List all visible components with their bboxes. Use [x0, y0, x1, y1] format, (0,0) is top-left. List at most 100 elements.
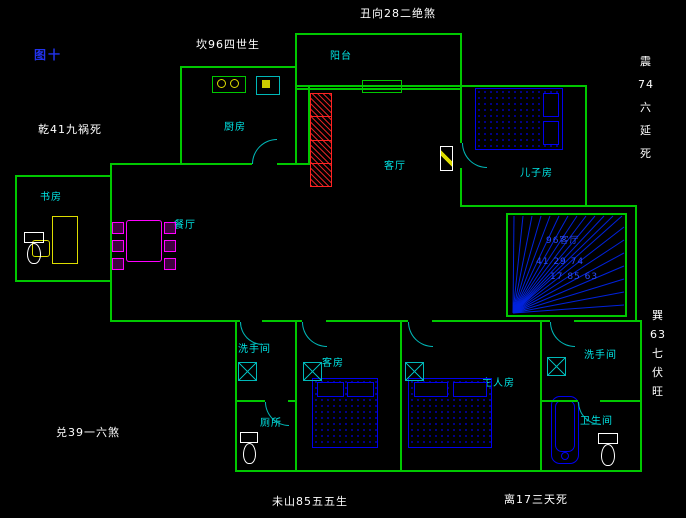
pillow: [317, 382, 344, 397]
washbasin: [303, 362, 322, 381]
wall-segment: [235, 470, 642, 472]
room-label-washroom-right: 洗手间: [584, 350, 617, 361]
sofa-cushion: [311, 94, 331, 118]
pillow: [543, 93, 559, 117]
wall-segment: [540, 400, 578, 402]
wall-segment: [295, 85, 462, 87]
bed-guest: [312, 378, 378, 448]
kitchen-sink-basin: [262, 80, 270, 88]
annotation-kan: 坎96四世生: [196, 38, 260, 51]
toilet-bowl: [243, 443, 256, 464]
annotation-li: 离17三天死: [504, 493, 568, 506]
wall-segment: [295, 320, 297, 470]
stove: [212, 76, 246, 93]
wall-segment: [635, 205, 637, 322]
dining-table: [126, 220, 162, 262]
pillow: [347, 382, 374, 397]
wall-segment: [110, 320, 240, 322]
wall-segment: [585, 85, 587, 207]
wall-segment: [15, 175, 112, 177]
dining-chair: [112, 222, 124, 234]
room-label-guest: 客房: [322, 358, 344, 369]
wall-segment: [277, 163, 310, 165]
door-arc-master: [408, 322, 433, 347]
pillow: [543, 121, 559, 145]
annotation-chou: 丑向28二绝煞: [360, 7, 436, 20]
annotation-qian: 乾41九祸死: [38, 123, 102, 136]
bed-master: [408, 378, 492, 448]
wall-segment: [460, 168, 462, 207]
dining-chair: [112, 240, 124, 252]
pillow: [453, 382, 487, 397]
dining-chair: [164, 222, 176, 234]
kitchen-sink: [256, 76, 280, 95]
tv-cabinet: [440, 146, 453, 171]
room-label-washroom-left: 洗手间: [238, 344, 271, 355]
wall-segment: [460, 85, 462, 143]
dining-chair: [164, 240, 176, 252]
room-label-kitchen: 厨房: [224, 122, 246, 133]
stove-burner: [217, 79, 226, 88]
wall-segment: [540, 320, 542, 470]
sofa-cushion: [311, 140, 331, 164]
wall-segment: [262, 320, 302, 322]
annotation-xun: 巽 63 七 伏 旺: [650, 309, 666, 398]
sofa-cushion: [311, 117, 331, 141]
sofa: [310, 93, 332, 187]
stair-fan: [506, 213, 627, 317]
wall-segment: [460, 205, 637, 207]
washbasin: [547, 357, 566, 376]
room-label-study: 书房: [40, 192, 62, 203]
room-label-son: 儿子房: [520, 168, 553, 179]
wall-segment: [235, 320, 237, 472]
door-arc-kitchen: [252, 139, 277, 164]
figure-number-label: 图十: [34, 48, 63, 62]
room-label-toilet: 厕所: [260, 418, 282, 429]
wall-segment: [110, 163, 252, 165]
wall-segment: [235, 400, 265, 402]
washbasin: [238, 362, 257, 381]
bed-son: [475, 88, 563, 150]
annotation-zhen: 震 74 六 延 死: [638, 55, 654, 160]
staircase: [506, 213, 627, 317]
wall-segment: [110, 163, 112, 322]
toilet-bowl: [601, 444, 615, 466]
wall-segment: [288, 400, 297, 402]
stair-label-1: 96客厅: [546, 236, 580, 246]
stair-label-3: 17 85 63: [550, 272, 599, 282]
bathtub: [551, 396, 579, 464]
room-label-balcony: 阳台: [330, 51, 352, 62]
door-arc-son: [462, 143, 487, 168]
annotation-wei: 未山85五五生: [272, 495, 348, 508]
wall-segment: [326, 320, 408, 322]
study-fixture-tank: [24, 232, 44, 243]
stair-label-2: 41 29 74: [536, 257, 585, 267]
dining-chair: [164, 258, 176, 270]
washbasin: [405, 362, 424, 381]
wall-segment: [15, 280, 112, 282]
annotation-dui: 兑39一六煞: [56, 426, 120, 439]
door-arc-washroom-right: [550, 322, 575, 347]
bathtub-drain: [561, 452, 569, 460]
room-label-master: 主人房: [482, 378, 515, 389]
wall-segment: [460, 85, 587, 87]
wall-segment: [432, 320, 550, 322]
balcony-outline: [295, 33, 462, 90]
dining-chair: [112, 258, 124, 270]
wall-segment: [15, 175, 17, 282]
room-label-living: 客厅: [384, 161, 406, 172]
toilet-tank: [240, 432, 258, 443]
study-desk: [52, 216, 78, 264]
wall-segment: [295, 66, 297, 163]
wall-segment: [400, 320, 402, 470]
room-label-dining: 餐厅: [174, 220, 196, 231]
pillow: [414, 382, 448, 397]
wall-segment: [180, 66, 182, 165]
stove-burner: [230, 79, 239, 88]
wall-segment: [640, 320, 642, 472]
wall-segment: [574, 320, 642, 322]
door-arc-guest: [302, 322, 327, 347]
toilet-tank: [598, 433, 618, 444]
study-fixture-bowl: [27, 243, 41, 264]
